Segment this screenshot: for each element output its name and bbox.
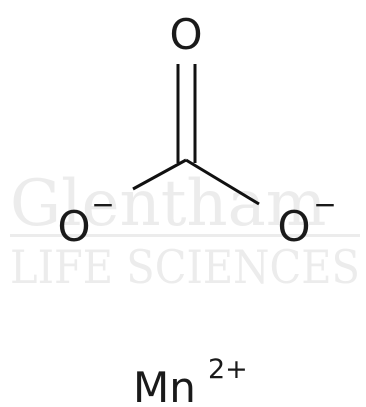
watermark-brand: Glentham bbox=[10, 167, 326, 241]
single-bond-right bbox=[185, 158, 260, 206]
cation-symbol: Mn bbox=[133, 363, 196, 407]
charge-left: − bbox=[91, 188, 114, 221]
atom-oxygen-top: O bbox=[169, 10, 202, 59]
single-bond-left bbox=[132, 158, 187, 191]
charge-right: − bbox=[313, 188, 336, 221]
watermark-divider bbox=[10, 234, 360, 237]
cation-charge: 2+ bbox=[208, 354, 248, 385]
carbonate-bonds bbox=[132, 64, 260, 206]
atom-oxygen-right: O bbox=[277, 202, 310, 251]
atom-oxygen-left: O bbox=[57, 202, 90, 251]
watermark-tagline: LIFE SCIENCES bbox=[10, 240, 360, 294]
